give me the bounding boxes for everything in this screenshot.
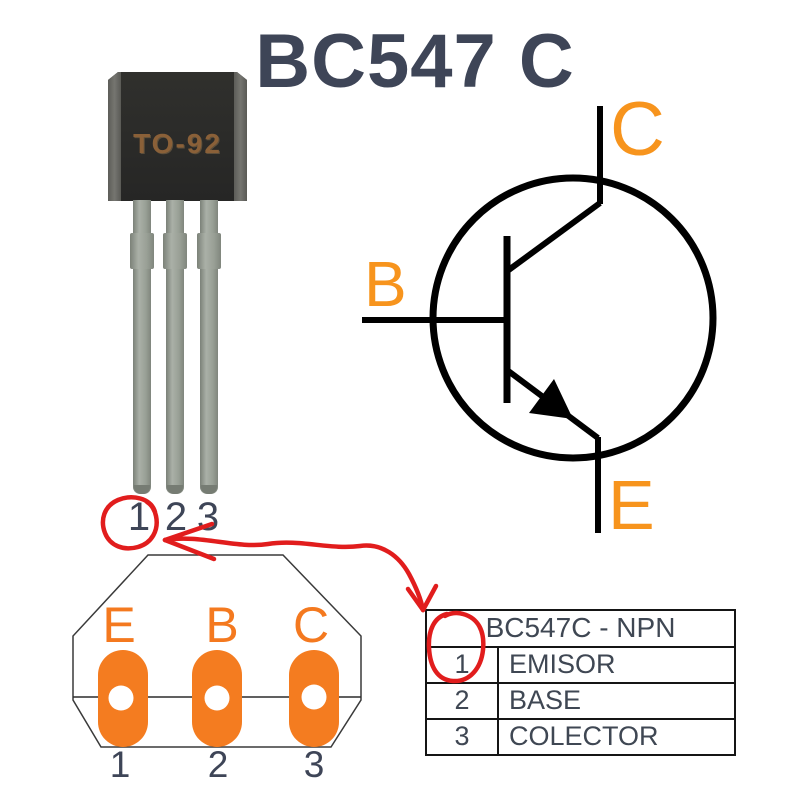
table-row: 3 COLECTOR: [425, 718, 736, 756]
collector-label: C: [610, 87, 665, 172]
base-label: B: [364, 248, 407, 320]
pad-number-3: 3: [303, 744, 325, 785]
table-row: 1 EMISOR: [425, 646, 736, 684]
leg-tip: [134, 485, 150, 494]
emitter-label: E: [608, 466, 655, 544]
leg-tip: [201, 485, 217, 494]
table-name-cell: EMISOR: [497, 646, 736, 684]
leg-crimp: [197, 233, 221, 269]
to92-package-body: TO-92: [108, 72, 247, 201]
leg-tip: [167, 485, 183, 494]
table-name-cell: COLECTOR: [497, 718, 736, 756]
leg-crimp: [163, 233, 187, 269]
collector-diagonal-line: [504, 200, 602, 275]
table-name-cell: BASE: [497, 682, 736, 720]
pad-label-e: E: [102, 597, 136, 653]
package-leg-1: [130, 200, 154, 494]
package-leg-3: [197, 200, 221, 494]
pad-hole-2: [204, 685, 230, 711]
pad-hole-1: [108, 685, 134, 711]
table-pin-cell: 1: [425, 646, 499, 684]
pin-function-table: BC547C - NPN 1 EMISOR 2 BASE 3 COLECTOR: [425, 609, 736, 756]
package-right-bevel: [234, 72, 247, 201]
package-leg-2: [163, 200, 187, 494]
table-row: 2 BASE: [425, 682, 736, 720]
table-title: BC547C - NPN: [425, 609, 736, 648]
leg-crimp: [130, 233, 154, 269]
package-marking: TO-92: [133, 128, 222, 159]
page-title: BC547 C: [255, 19, 575, 104]
emitter-arrowhead: [529, 379, 573, 419]
table-pin-cell: 3: [425, 718, 499, 756]
pad-label-b: B: [205, 597, 239, 653]
pad-hole-3: [301, 684, 327, 710]
pad-number-2: 2: [207, 744, 229, 785]
pad-number-1: 1: [109, 744, 131, 785]
pad-label-c: C: [292, 597, 330, 653]
package-left-bevel: [108, 72, 121, 201]
table-pin-cell: 2: [425, 682, 499, 720]
table-header-row: BC547C - NPN: [425, 609, 736, 648]
